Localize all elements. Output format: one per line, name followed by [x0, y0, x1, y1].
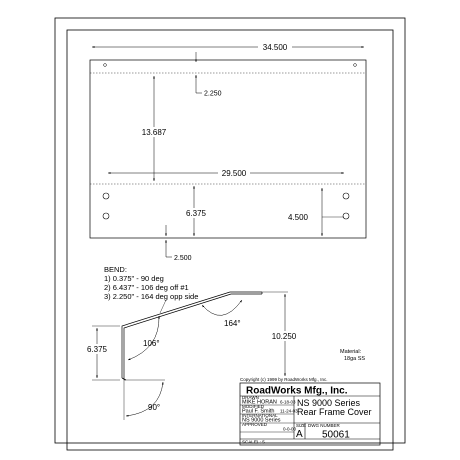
profile-view: 10.250 6.375 164° 106° 90° — [86, 291, 298, 420]
hole-top-right — [353, 63, 357, 67]
arc-angle-mid — [127, 315, 160, 361]
material-value: 18ga SS — [344, 356, 365, 362]
outer-border — [54, 17, 406, 444]
inner-border — [66, 29, 394, 451]
drawn-date: 6-18-03 — [280, 400, 296, 405]
dwg-number-label: DWG NUMBER — [308, 423, 340, 428]
dim-vertical-height: 13.687 — [142, 128, 167, 137]
drawn-label: DRAWN — [242, 395, 259, 400]
approved-label: APPROVED — [242, 422, 268, 427]
international-label: INTERNATIONAL — [242, 413, 278, 418]
size-label: SIZE — [296, 423, 306, 428]
material-label: Material: — [340, 349, 362, 355]
hole-left-lower — [102, 212, 110, 220]
title-block: Copyright (c) 1999 by RoadWorks Mfg., In… — [239, 377, 381, 446]
drawn-by: MIKE HORAN — [242, 400, 277, 406]
bend-notes-title: BEND: — [104, 265, 127, 274]
drawing-title-line-2: Rear Frame Cover — [297, 407, 372, 417]
angle-bottom: 90° — [148, 403, 160, 412]
hole-top-left — [103, 63, 107, 67]
hole-left-upper — [102, 192, 110, 200]
hole-right-lower — [342, 212, 350, 220]
dim-top-offset: 2.250 — [204, 91, 222, 98]
bend-note-line-3: 3) 2.250" - 164 deg opp side — [104, 292, 198, 301]
bend-note-line-1: 1) 0.375" - 90 deg — [104, 274, 164, 283]
angle-mid: 106° — [143, 339, 160, 348]
modified-date: 11-24-03 — [280, 409, 298, 414]
angle-mid-ref — [159, 299, 167, 314]
dim-bottom-offset: 2.500 — [174, 255, 192, 262]
modified-label: MODIFIED — [242, 404, 265, 409]
dim-bend-width: 29.500 — [222, 169, 247, 178]
dim-right-offset: 4.500 — [288, 213, 309, 222]
drawing-title-line-1: NS 9000 Series — [297, 398, 361, 408]
dwg-number: 50061 — [322, 430, 350, 441]
profile-outer — [121, 291, 262, 378]
bend-notes: BEND: 1) 0.375" - 90 deg 2) 6.437" - 106… — [104, 265, 198, 301]
flat-pattern-outline — [89, 59, 367, 239]
company-name: RoadWorks Mfg., Inc. — [246, 386, 348, 397]
modified-by: Paul F. Smith — [242, 409, 274, 415]
scale-value: 1 : 5 — [256, 440, 265, 445]
international-value: NS 9000 Series — [242, 418, 281, 424]
profile-foot — [121, 377, 127, 381]
scale-label: SCALE — [242, 440, 257, 445]
dim-height-right: 10.250 — [272, 332, 297, 341]
approved-date: 0-0-00 — [283, 427, 297, 432]
copyright-notice: Copyright (c) 1999 by RoadWorks Mfg., In… — [240, 377, 327, 382]
arc-angle-top — [201, 299, 243, 316]
angle-top: 164° — [224, 319, 241, 328]
dim-height-left: 6.375 — [87, 345, 108, 354]
arc-angle-bottom — [125, 381, 164, 417]
size-value: A — [296, 429, 303, 440]
bend-note-line-2: 2) 6.437" - 106 deg off #1 — [104, 283, 189, 292]
flat-pattern: 34.500 2.250 13.687 29.500 6.375 4.500 2… — [89, 42, 367, 262]
dim-left-offset: 6.375 — [186, 209, 207, 218]
profile-inner — [123, 293, 262, 380]
dim-overall-width: 34.500 — [263, 43, 288, 52]
hole-right-upper — [342, 192, 350, 200]
